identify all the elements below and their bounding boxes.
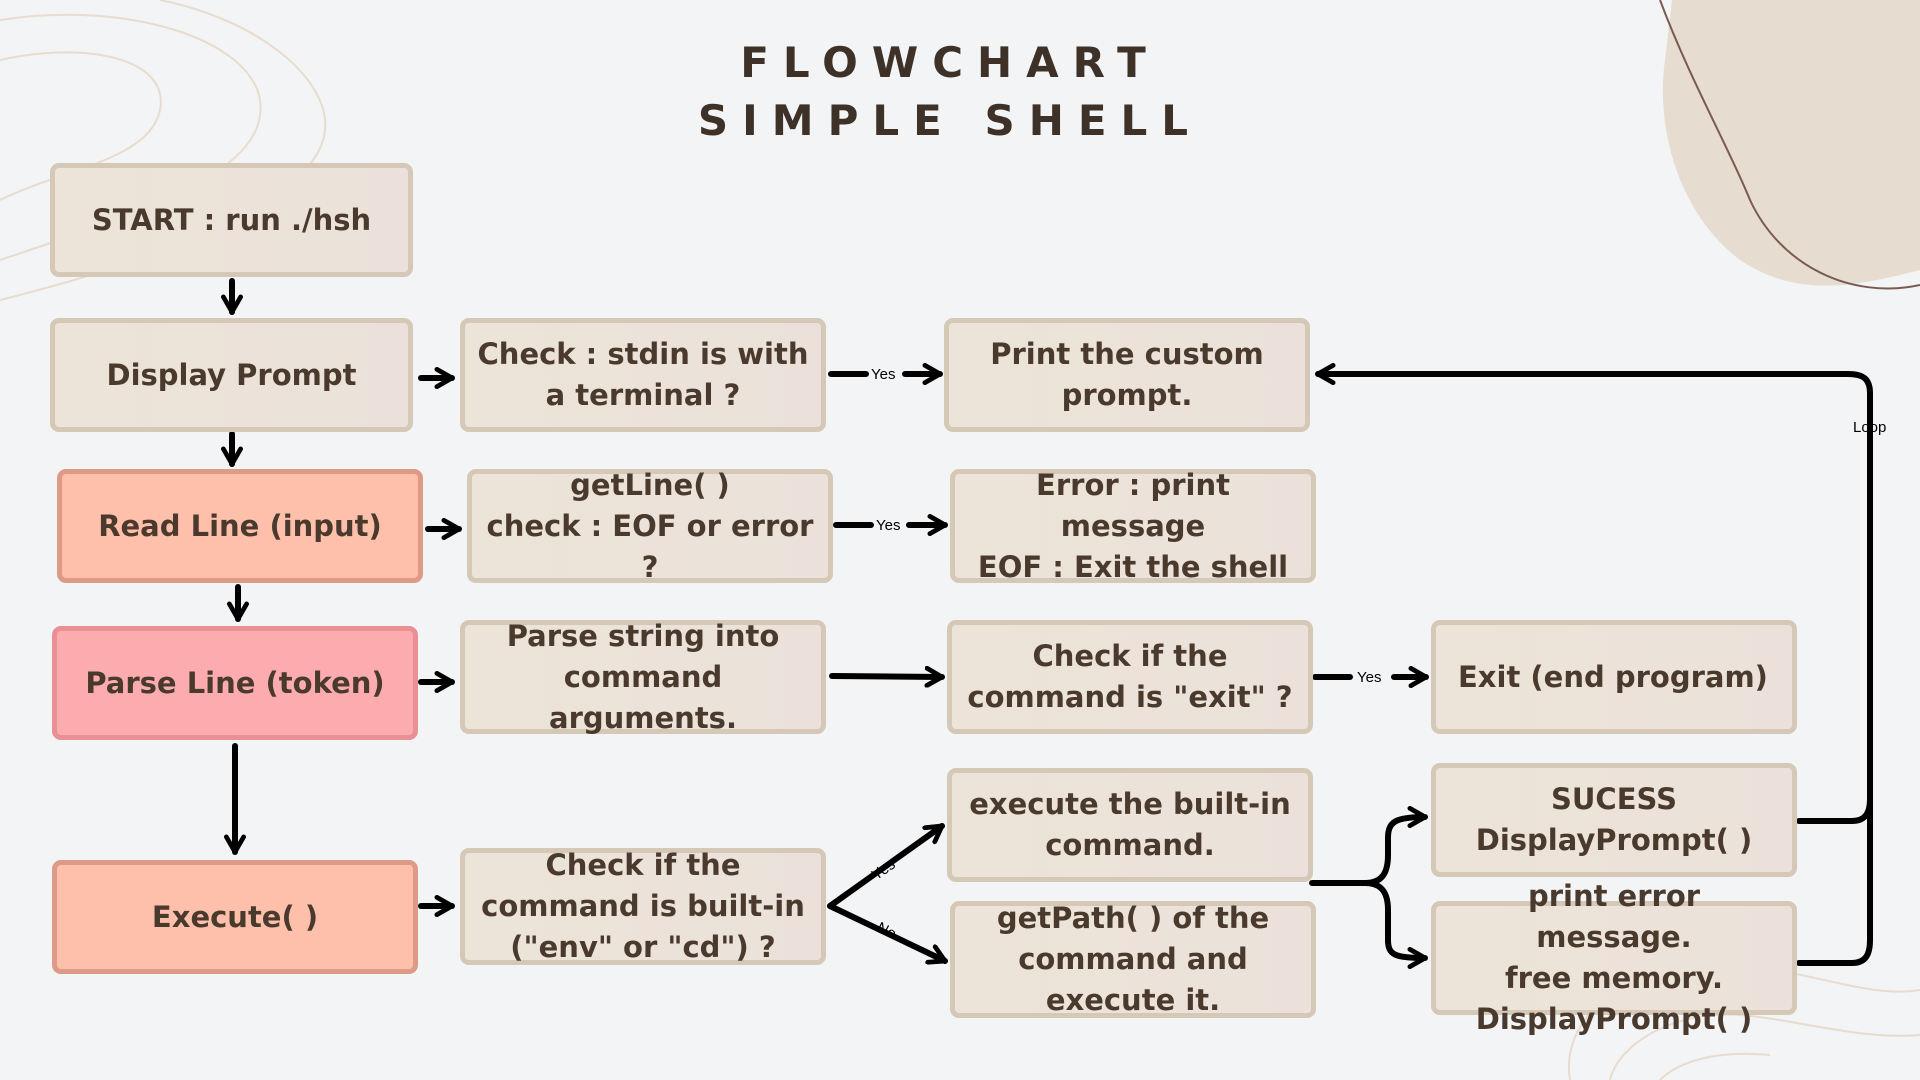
print-error-box: print error message. free memory. Displa… (1431, 879, 1797, 1036)
arrow-parse-string-to-check-exit (829, 676, 945, 677)
check-exit-box: Check if the command is "exit" ? (947, 620, 1313, 734)
execute-box: Execute( ) (52, 860, 418, 974)
getpath-exec-box: getPath( ) of the command and execute it… (950, 901, 1316, 1018)
read-line-box: Read Line (input) (57, 469, 423, 583)
decorative-outline (1659, 0, 1920, 290)
parse-string-box: Parse string into command arguments. (460, 619, 826, 735)
bracket-merge-down (1362, 880, 1428, 958)
display-prompt-box: Display Prompt (50, 318, 413, 432)
label-loop: Loop (1853, 419, 1886, 436)
exec-builtin-box: execute the built-in command. (947, 768, 1313, 882)
parse-line-box: Parse Line (token) (52, 626, 418, 740)
getline-check-box: getLine( ) check : EOF or error ? (467, 468, 833, 584)
check-terminal-box: Check : stdin is with a terminal ? (460, 318, 826, 432)
error-eof-box: Error : print message EOF : Exit the she… (950, 468, 1316, 584)
label-yes-exit: Yes (1357, 669, 1381, 686)
bracket-merge (1309, 817, 1428, 886)
loop-connector (1315, 374, 1873, 824)
title-line-2: SIMPLE SHELL (697, 96, 1203, 145)
success-box: SUCESS DisplayPrompt( ) (1431, 763, 1797, 877)
label-yes-eof: Yes (876, 517, 900, 534)
check-builtin-box: Check if the command is built-in ("env" … (460, 848, 826, 965)
exit-program-box: Exit (end program) (1431, 620, 1797, 734)
label-yes-terminal: Yes (871, 366, 895, 383)
print-prompt-box: Print the custom prompt. (944, 318, 1310, 432)
start-box: START : run ./hsh (50, 163, 413, 277)
arrow-builtin-yes (827, 823, 945, 909)
decorative-blob (1662, 0, 1920, 286)
label-no-builtin: No (874, 919, 899, 943)
arrow-builtin-no (827, 903, 948, 961)
title-line-1: FLOWCHART (740, 38, 1160, 87)
loop-connector-error (1796, 797, 1873, 966)
